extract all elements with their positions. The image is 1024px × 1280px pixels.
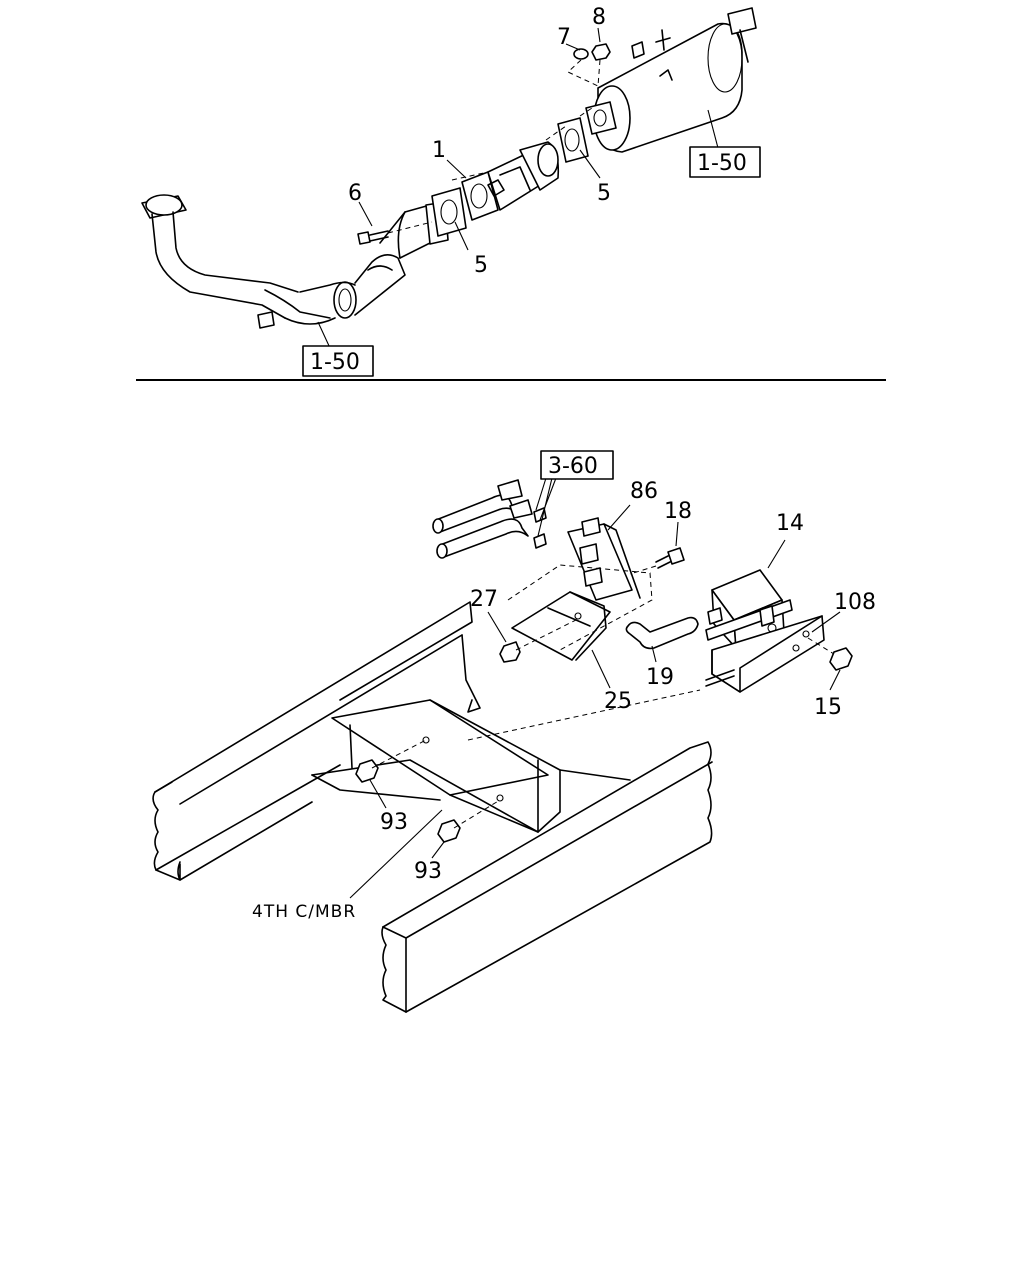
mounting-plate	[511, 591, 611, 661]
bolt-6	[357, 230, 389, 245]
washer-7	[573, 48, 589, 60]
nut-93-lower	[437, 819, 461, 843]
ref-box-1-50-top: 1-50	[689, 146, 761, 178]
callout-27: 27	[470, 587, 498, 612]
callout-5-left: 5	[474, 253, 488, 278]
muffler	[585, 7, 757, 153]
svg-text:3-60: 3-60	[548, 454, 598, 479]
solenoid-valve-bracket	[567, 517, 641, 601]
ref-box-1-50-bottom: 1-50	[302, 345, 374, 377]
nut-15	[829, 647, 853, 671]
callout-93-upper: 93	[380, 810, 408, 835]
svg-text:1-50: 1-50	[697, 151, 747, 176]
cross-member	[311, 699, 561, 833]
relay-box	[705, 569, 793, 651]
ref-box-3-60: 3-60	[540, 450, 614, 480]
callout-14: 14	[776, 511, 804, 536]
front-exhaust-pipe	[141, 194, 449, 329]
bolt-18	[655, 547, 685, 569]
upper-exhaust-assembly: 1 6 5 5 7 8 1-50 1-50	[141, 5, 761, 377]
lower-frame-assembly: 86 18 14 108 27 19 25 15 93 93 4TH C/MBR…	[152, 450, 876, 1013]
callout-18: 18	[664, 499, 692, 524]
hose-19	[625, 616, 699, 650]
callout-1: 1	[432, 138, 446, 163]
cross-member-note: 4TH C/MBR	[252, 902, 356, 922]
callout-7: 7	[557, 25, 571, 50]
nut-27	[499, 641, 521, 663]
callout-5-right: 5	[597, 181, 611, 206]
callout-108: 108	[834, 590, 876, 615]
callout-19: 19	[646, 665, 674, 690]
gasket-5-left	[431, 187, 467, 237]
callout-8: 8	[592, 5, 606, 30]
exhaust-brake-valve	[461, 141, 560, 221]
left-frame-rail	[152, 601, 481, 881]
bracket-108	[705, 615, 825, 693]
hoses	[432, 479, 533, 559]
callout-86: 86	[630, 479, 658, 504]
callout-15: 15	[814, 695, 842, 720]
callout-6: 6	[348, 181, 362, 206]
nut-8	[591, 43, 611, 61]
right-frame-rail	[381, 741, 713, 1013]
callout-93-lower: 93	[414, 859, 442, 884]
svg-text:1-50: 1-50	[310, 350, 360, 375]
callout-25: 25	[604, 689, 632, 714]
nut-93-upper	[355, 759, 379, 783]
